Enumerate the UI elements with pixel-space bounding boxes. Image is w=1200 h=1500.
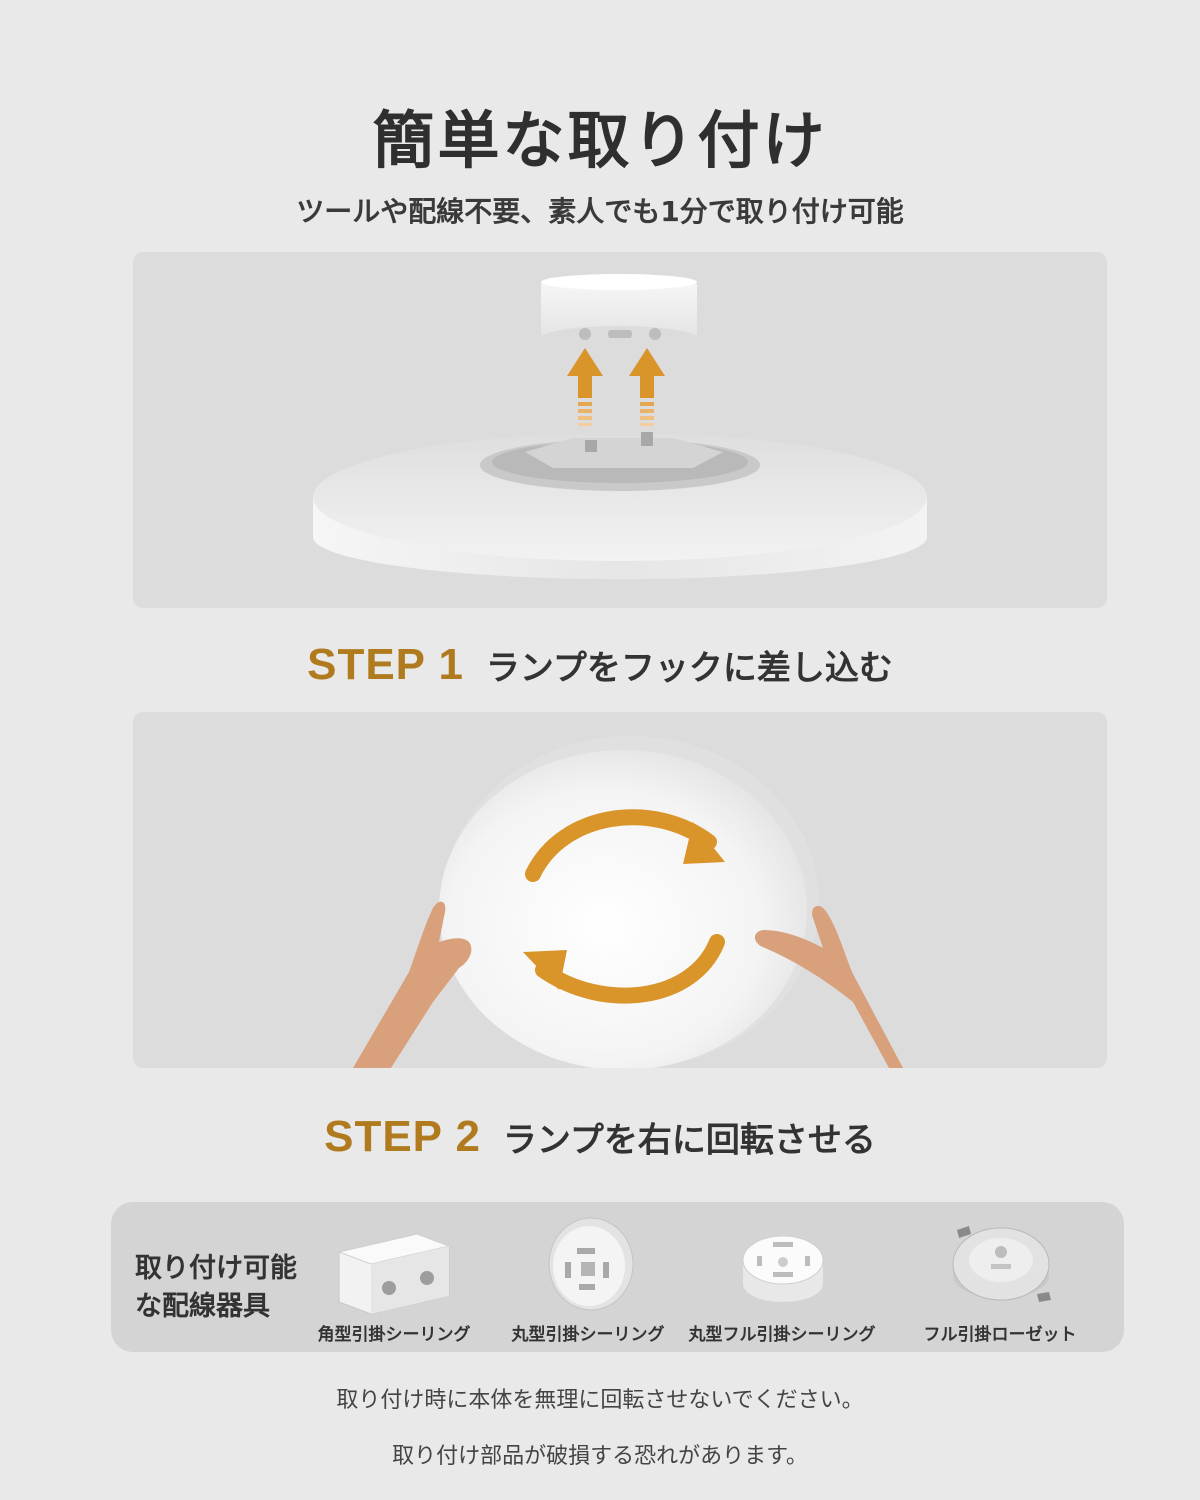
warning-note-detail: 取り付け部品が破損する恐れがあります。 [392,1444,808,1469]
fixture-label: フル引掛ローゼット [923,1325,1077,1345]
round-full-ceiling-hook-icon [742,1235,824,1302]
fixture-item: 丸型フル引掛シーリング [687,1212,877,1347]
fixture-item: 丸型引掛シーリング [493,1212,683,1347]
fixtures-heading-line1: 取り付け可能 [135,1253,297,1284]
step1-text: ランプをフックに差し込む [485,648,893,689]
compatible-fixtures-panel: 取り付け可能 な配線器具 角型引掛シーリング 丸型引掛シーリング [111,1202,1124,1352]
step1-caption: STEP 1 ランプをフックに差し込む [0,640,1200,690]
step2-text: ランプを右に回転させる [502,1120,876,1161]
ceiling-adapter-icon [541,274,697,350]
round-ceiling-hook-icon [548,1217,634,1311]
up-arrow-icon [567,348,603,426]
square-ceiling-hook-icon [337,1233,451,1315]
step2-label: STEP 2 [324,1112,481,1161]
fixture-item: 角型引掛シーリング [299,1212,489,1347]
step2-illustration [133,712,1107,1068]
fixture-label: 角型引掛シーリング [317,1325,471,1345]
fixture-item: フル引掛ローゼット [905,1212,1095,1347]
full-hook-rosette-icon [952,1226,1051,1302]
left-hand-icon [353,901,472,1068]
fixture-label: 丸型フル引掛シーリング [688,1325,876,1345]
fixtures-heading: 取り付け可能 な配線器具 [135,1250,325,1326]
page-title: 簡単な取り付け [372,104,828,177]
ceiling-lamp-icon [439,736,819,1068]
step1-label: STEP 1 [307,640,464,689]
up-arrow-icon [629,348,665,426]
step2-caption: STEP 2 ランプを右に回転させる [0,1112,1200,1162]
rotate-arrow-icon [523,809,725,1004]
step1-illustration [133,252,1107,608]
page-subtitle: ツールや配線不要、素人でも1分で取り付け可能 [296,195,904,228]
ceiling-lamp-icon [313,432,927,580]
right-hand-icon [754,905,903,1068]
fixture-label: 丸型引掛シーリング [511,1325,665,1345]
fixtures-heading-line2: な配線器具 [135,1291,270,1322]
warning-note: 取り付け時に本体を無理に回転させないでください。 [336,1388,864,1413]
